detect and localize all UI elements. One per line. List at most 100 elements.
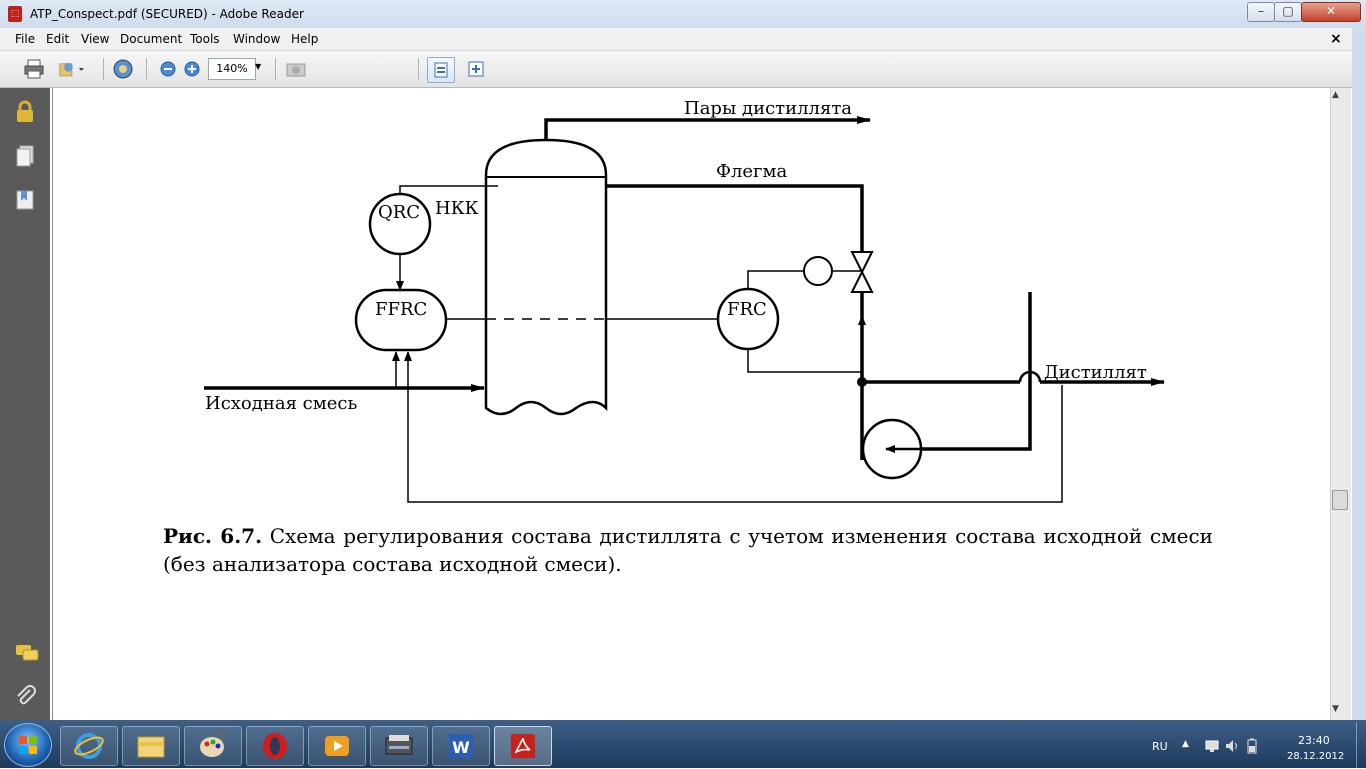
maximize-button[interactable]: ▢ [1274, 2, 1302, 22]
menu-bar [0, 28, 1352, 51]
maximize-icon: ▢ [1282, 4, 1294, 18]
svg-text:W: W [452, 738, 470, 757]
fit-width-button[interactable] [427, 57, 455, 83]
collaborate-button[interactable] [110, 57, 136, 81]
media-player-icon [325, 736, 349, 756]
opera-icon [263, 733, 287, 759]
taskbar-internet-explorer[interactable] [60, 726, 118, 766]
vertical-scrollbar[interactable] [1330, 88, 1351, 720]
taskbar-scanner[interactable] [370, 726, 428, 766]
window-title: ATP_Conspect.pdf (SECURED) - Adobe Reade… [30, 7, 304, 21]
pages-icon [16, 145, 34, 167]
close-button[interactable]: ✕ [1301, 2, 1361, 22]
label-distillate: Дистиллят [1044, 362, 1147, 383]
title-bar [0, 0, 1366, 28]
menu-file[interactable]: File [15, 32, 36, 46]
battery-icon[interactable] [1244, 738, 1260, 754]
reflux-pipe [606, 184, 864, 252]
lock-icon [17, 100, 33, 122]
collaborate-icon [113, 59, 133, 79]
window-frame [1352, 28, 1366, 720]
label-feed: Исходная смесь [205, 393, 357, 414]
scroll-down-icon[interactable]: ▼ [1332, 704, 1339, 714]
toolbar-separator [275, 58, 276, 80]
zoom-in-button[interactable] [179, 57, 205, 81]
zoom-in-icon [184, 61, 200, 77]
tray-icons [1204, 738, 1260, 757]
volume-icon[interactable] [1224, 738, 1240, 754]
zoom-dropdown-icon[interactable]: ▼ [255, 62, 262, 71]
taskbar-opera[interactable] [246, 726, 304, 766]
toolbar-separator [146, 58, 147, 80]
taskbar-media-player[interactable] [308, 726, 366, 766]
label-reflux: Флегма [716, 161, 787, 182]
zoom-out-button[interactable] [155, 57, 181, 81]
security-button[interactable] [14, 100, 36, 127]
comments-button[interactable] [14, 642, 40, 667]
taskbar-adobe-reader[interactable] [494, 726, 552, 766]
bookmarks-button[interactable] [14, 188, 36, 215]
menu-edit[interactable]: Edit [46, 32, 70, 46]
control-valve [850, 251, 874, 293]
word-icon: W [449, 734, 473, 758]
fit-page-button[interactable] [463, 57, 489, 81]
figure-caption: Рис. 6.7. Схема регулирования состава ди… [163, 522, 1213, 578]
language-indicator[interactable]: RU [1152, 740, 1168, 753]
label-ffrc: FFRC [375, 299, 427, 320]
menu-help[interactable]: Help [291, 32, 319, 46]
windows-logo-icon [19, 736, 37, 754]
minimize-icon: – [1258, 4, 1264, 18]
ffrc-controller [354, 288, 448, 352]
paint-icon [200, 731, 227, 757]
label-hkk: НКК [435, 198, 479, 219]
snapshot-button[interactable] [283, 57, 309, 81]
menu-view[interactable]: View [81, 32, 110, 46]
clock-date[interactable]: 28.12.2012 [1287, 751, 1345, 762]
bookmarks-icon [16, 190, 34, 210]
toolbar-separator [103, 58, 104, 80]
close-icon: ✕ [1325, 4, 1337, 18]
valve-actuator [803, 256, 833, 286]
scroll-up-icon[interactable]: ▲ [1332, 90, 1339, 100]
column-shell [484, 138, 608, 416]
label-frc: FRC [727, 299, 767, 320]
menu-document[interactable]: Document [120, 32, 183, 46]
fit-page-icon [468, 61, 484, 77]
menu-window[interactable]: Window [233, 32, 281, 46]
label-qrc: QRC [378, 202, 420, 223]
explorer-folder-icon [137, 736, 165, 758]
junction-node [857, 377, 867, 387]
attachments-button[interactable] [14, 684, 38, 711]
document-close-button[interactable]: × [1330, 31, 1342, 47]
zoom-out-icon [160, 61, 176, 77]
show-desktop-button[interactable] [1356, 722, 1366, 768]
pages-button[interactable] [14, 144, 36, 171]
taskbar-word[interactable]: W [432, 726, 490, 766]
snapshot-icon [286, 63, 306, 77]
pdf-app-icon[interactable]: ⬚ [8, 6, 22, 22]
share-button[interactable] [58, 57, 84, 81]
share-icon [59, 62, 84, 77]
taskbar [0, 720, 1366, 768]
print-button[interactable] [21, 57, 47, 81]
caption-text: Схема регулирования состава дистиллята с… [163, 524, 1213, 576]
start-button[interactable] [4, 723, 52, 767]
attachments-icon [17, 685, 36, 705]
tray-expand-icon[interactable]: ▲ [1182, 739, 1189, 749]
document-page [52, 88, 1331, 720]
menu-tools[interactable]: Tools [190, 32, 220, 46]
clock-time[interactable]: 23:40 [1298, 734, 1330, 747]
figure-number: Рис. 6.7. [163, 524, 263, 548]
adobe-reader-icon [511, 734, 535, 758]
internet-explorer-icon [74, 733, 104, 759]
frc-controller [716, 287, 780, 351]
network-icon[interactable] [1204, 738, 1220, 754]
taskbar-explorer[interactable] [122, 726, 180, 766]
feedback-line [404, 351, 1063, 503]
taskbar-paint[interactable] [184, 726, 242, 766]
zoom-input[interactable]: 140% [208, 58, 256, 80]
toolbar-separator [418, 58, 419, 80]
scroll-thumb[interactable] [1332, 490, 1348, 510]
print-icon [24, 59, 44, 79]
